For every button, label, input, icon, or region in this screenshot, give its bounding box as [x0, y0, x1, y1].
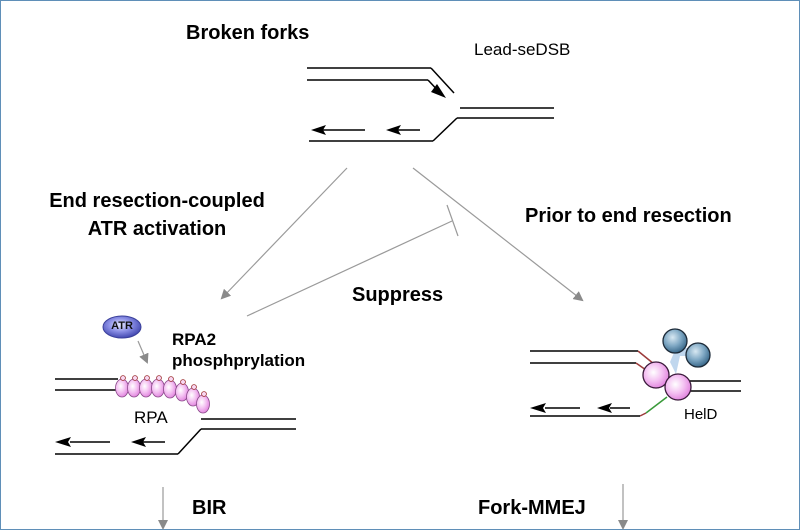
arrowhead-icon: [597, 403, 612, 413]
phosphorylation-arrow: [137, 340, 149, 364]
held-label: HelD: [684, 406, 718, 423]
rpa-subunit-icon: [127, 378, 141, 398]
dna-strand-red: [637, 350, 655, 365]
lead-sedsb-label: Lead-seDSB: [474, 40, 571, 59]
arrowhead-icon: [431, 84, 446, 98]
atr-kinase-icon: [102, 315, 142, 339]
phosphate-icon: [144, 375, 150, 381]
held-linker: [670, 348, 690, 374]
inhibition-line: [246, 220, 453, 317]
dna-strand: [430, 67, 455, 94]
arrowhead-icon: [530, 403, 546, 413]
phosphate-icon: [120, 375, 126, 381]
arrowhead-icon: [55, 437, 71, 447]
rpa-subunit-icon: [196, 394, 210, 414]
rpa-subunit-icon: [151, 378, 165, 398]
figure-title: Broken forks: [186, 22, 310, 44]
phosphate-icon: [132, 375, 138, 381]
held-subunit-icon: [664, 373, 692, 401]
phosphate-icon: [201, 391, 207, 397]
fork-mmej-outcome-label: Fork-MMEJ: [478, 497, 586, 519]
phosphate-icon: [168, 376, 174, 382]
phosphate-icon: [180, 379, 186, 385]
rpa-label: RPA: [134, 408, 168, 427]
phosphate-icon: [191, 384, 197, 390]
dna-strand: [432, 117, 458, 142]
dna-strand-green: [645, 396, 668, 414]
atr-label: ATR: [111, 320, 133, 332]
bir-outcome-label: BIR: [192, 497, 227, 519]
inhibition-bar: [446, 204, 459, 237]
dna-strand-red: [639, 412, 647, 417]
suppress-label: Suppress: [352, 284, 444, 306]
right-fork-with-held: [530, 328, 741, 417]
phosphate-icon: [156, 375, 162, 381]
rpa2-label: RPA2: [172, 330, 217, 349]
dna-strand: [177, 428, 202, 455]
top-broken-fork: [307, 67, 554, 142]
phosphorylation-label: phosphprylation: [172, 351, 306, 370]
arrowhead-icon: [386, 125, 401, 135]
rpa-subunit-icon: [115, 378, 129, 398]
right-branch-heading: Prior to end resection: [525, 205, 732, 227]
left-resected-fork: [55, 315, 296, 455]
arrowhead-icon: [311, 125, 326, 135]
blue-domain-icon: [662, 328, 688, 354]
blue-domain-icon: [685, 342, 711, 368]
pathway-arrow-right: [412, 167, 584, 302]
left-branch-heading-line1: End resection-coupled: [49, 190, 265, 212]
rpa-protein-chain: [115, 375, 210, 414]
held-subunit-icon: [642, 361, 670, 389]
arrowhead-icon: [131, 437, 146, 447]
rpa-subunit-icon: [139, 378, 153, 398]
left-branch-heading-line2: ATR activation: [87, 218, 227, 240]
rpa-subunit-icon: [163, 379, 177, 399]
pathway-arrow-left: [220, 167, 348, 300]
